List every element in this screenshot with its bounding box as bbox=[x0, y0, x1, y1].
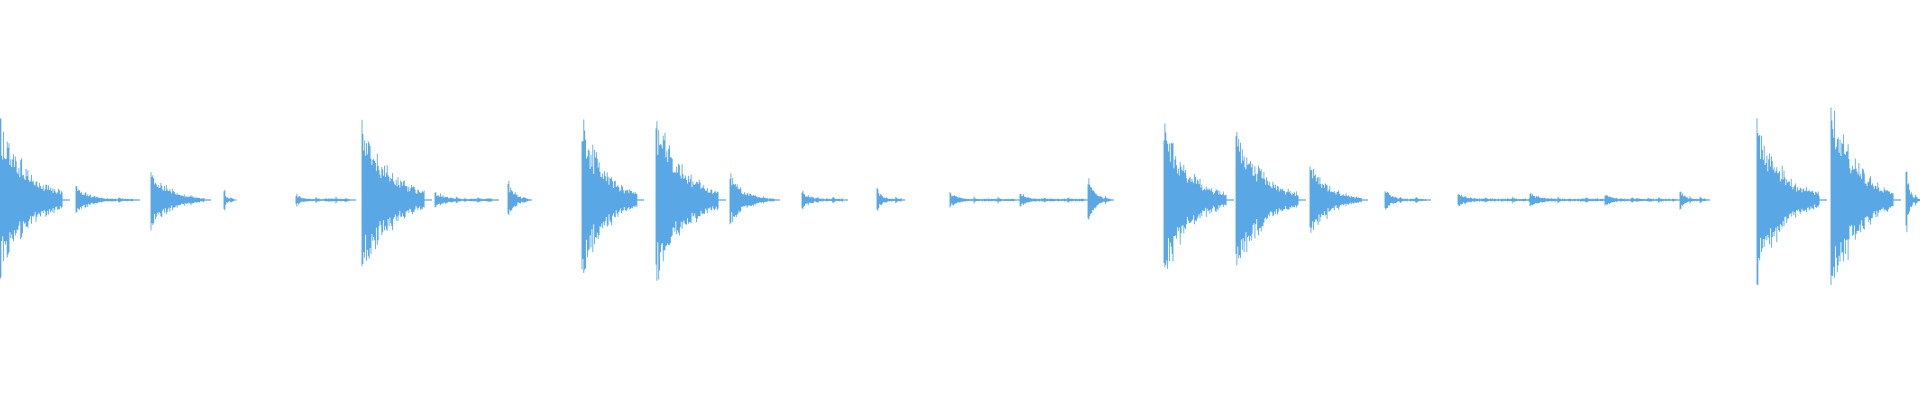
transient-hit bbox=[1235, 132, 1306, 266]
waveform-transient bbox=[361, 119, 425, 267]
waveform-transient bbox=[1830, 107, 1894, 285]
waveform-transient bbox=[1905, 171, 1920, 233]
transient-hit bbox=[655, 121, 726, 281]
transient-hit bbox=[801, 190, 848, 210]
transient-hit bbox=[1830, 107, 1901, 285]
waveform-transient bbox=[0, 118, 63, 279]
waveform-transient bbox=[1163, 123, 1227, 269]
transient-hit bbox=[1756, 118, 1827, 286]
transient-hit bbox=[581, 119, 644, 273]
transient-hit bbox=[1309, 166, 1368, 233]
transient-hit bbox=[150, 172, 211, 231]
waveform-transient bbox=[1529, 193, 1606, 207]
transient-hit bbox=[1457, 194, 1540, 207]
waveform-transient bbox=[295, 194, 350, 207]
waveform-transient bbox=[876, 188, 903, 211]
transient-hit bbox=[1087, 178, 1114, 220]
waveform-transient bbox=[1604, 194, 1677, 206]
waveform-transient bbox=[75, 186, 134, 213]
transient-hit bbox=[507, 180, 532, 215]
waveform-transient bbox=[1235, 132, 1299, 266]
transient-hit bbox=[876, 188, 905, 211]
transient-hit bbox=[361, 119, 432, 267]
transient-hit bbox=[223, 189, 238, 211]
waveform-transient bbox=[1087, 178, 1113, 220]
waveform-transient bbox=[581, 119, 638, 273]
transient-hit bbox=[1019, 193, 1092, 207]
transient-hit bbox=[1905, 171, 1920, 233]
transient-hit bbox=[434, 192, 499, 208]
transient-hit bbox=[75, 186, 140, 213]
transient-hit bbox=[1384, 191, 1431, 210]
waveform-transients bbox=[0, 107, 1920, 286]
transient-hit bbox=[949, 192, 1022, 208]
waveform-transient bbox=[949, 192, 1015, 208]
waveform-transient bbox=[150, 172, 205, 231]
transient-hit bbox=[1163, 123, 1234, 269]
waveform-transient bbox=[1679, 191, 1707, 210]
transient-hit bbox=[1529, 193, 1614, 207]
transient-hit bbox=[1604, 194, 1685, 206]
waveform-transient bbox=[1756, 118, 1820, 286]
waveform-transient bbox=[1019, 193, 1085, 207]
waveform-transient bbox=[655, 121, 719, 281]
transient-hit bbox=[1679, 191, 1710, 210]
waveform-transient bbox=[801, 190, 843, 210]
waveform-transient bbox=[1457, 194, 1532, 207]
transient-hit bbox=[295, 194, 356, 207]
waveform-transient bbox=[507, 180, 531, 215]
waveform-transient bbox=[223, 189, 238, 211]
waveform-transient bbox=[729, 173, 775, 225]
waveform-transient bbox=[1384, 191, 1426, 210]
waveform-transient bbox=[434, 192, 493, 208]
waveform-transient bbox=[1309, 166, 1362, 233]
transient-hit bbox=[0, 118, 70, 279]
transient-hit bbox=[729, 173, 780, 225]
